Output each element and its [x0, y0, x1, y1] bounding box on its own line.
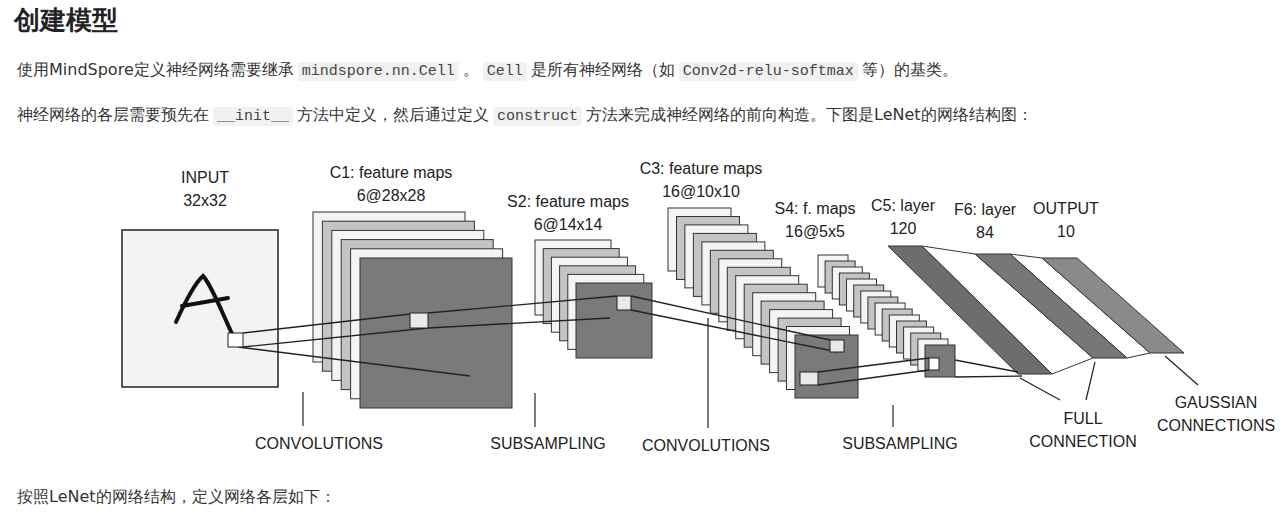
patch-square: [800, 372, 818, 385]
c1-stack: [313, 212, 512, 408]
leader-line: [302, 392, 303, 426]
layer-label: INPUT 32x32: [173, 166, 237, 212]
projection-line: [631, 296, 838, 352]
layer-label: S2: feature maps 6@14x14: [496, 190, 641, 236]
body-text: 使用MindSpore定义神经网络需要继承: [17, 60, 294, 79]
leader-line: [1165, 356, 1198, 385]
leader-line: [707, 318, 708, 428]
projection-line: [238, 314, 470, 376]
operation-label: CONVOLUTIONS: [255, 432, 383, 455]
leader-line: [1020, 378, 1060, 400]
leader-line: [1086, 362, 1095, 400]
layer-label: S4: f. maps 16@5x5: [768, 197, 863, 243]
layer-label: F6: layer 84: [949, 198, 1021, 244]
patch-square: [617, 296, 631, 310]
receptive-squares: [228, 296, 939, 385]
inline-code: __init__: [213, 107, 293, 126]
projection-line: [428, 296, 617, 328]
input-image: [122, 230, 278, 387]
layer-label: C3: feature maps 16@10x10: [629, 157, 774, 203]
input-box: [122, 230, 278, 387]
operation-label: SUBSAMPLING: [842, 432, 958, 455]
layer-band: [888, 246, 1052, 374]
inline-code: Conv2d-relu-softmax: [679, 62, 858, 81]
s2-stack: [535, 240, 652, 358]
patch-square: [410, 313, 428, 328]
feature-map: [925, 345, 955, 377]
layer-label: C5: layer 120: [867, 194, 939, 240]
feature-map: [795, 335, 858, 398]
body-text: 神经网络的各层需要预先在: [17, 105, 209, 124]
receptive-fields: [238, 296, 1022, 385]
letter-stroke: [176, 276, 236, 342]
page-title: 创建模型: [14, 3, 118, 37]
body-text: 是所有神经网络（如: [531, 60, 675, 79]
body-text: 。: [463, 60, 479, 79]
layer-band: [1042, 258, 1184, 353]
feature-map: [576, 283, 652, 358]
dense-layers: [888, 246, 1184, 374]
leader-line: [534, 393, 535, 427]
inline-code: Cell: [483, 62, 527, 81]
layer-label: OUTPUT 10: [1030, 197, 1102, 243]
projection-line: [955, 360, 1022, 377]
operation-label: CONVOLUTIONS: [642, 434, 770, 457]
body-text: 按照LeNet的网络结构，定义网络各层如下：: [17, 487, 336, 506]
paragraph: 使用MindSpore定义神经网络需要继承mindspore.nn.Cell。C…: [17, 58, 958, 84]
inline-code: construct: [493, 107, 582, 126]
operation-label: SUBSAMPLING: [490, 432, 606, 455]
layer-label: C1: feature maps 6@28x28: [319, 161, 464, 207]
paragraph: 按照LeNet的网络结构，定义网络各层如下：: [17, 485, 336, 509]
leader-line: [892, 405, 893, 427]
operation-label: FULL CONNECTION: [1024, 407, 1142, 453]
operation-label: GAUSSIAN CONNECTIONS: [1154, 391, 1279, 437]
projection-line: [818, 358, 929, 385]
patch-square: [228, 333, 243, 347]
body-text: 方法来完成神经网络的前向构造。下图是LeNet的网络结构图：: [586, 105, 1033, 124]
paragraph: 神经网络的各层需要预先在__init__方法中定义，然后通过定义construc…: [17, 103, 1033, 129]
letter-stroke: [182, 298, 228, 306]
patch-square: [929, 358, 939, 370]
body-text: 等）的基类。: [862, 60, 958, 79]
patch-square: [830, 340, 844, 352]
inline-code: mindspore.nn.Cell: [298, 62, 459, 81]
body-text: 方法中定义，然后通过定义: [297, 105, 489, 124]
